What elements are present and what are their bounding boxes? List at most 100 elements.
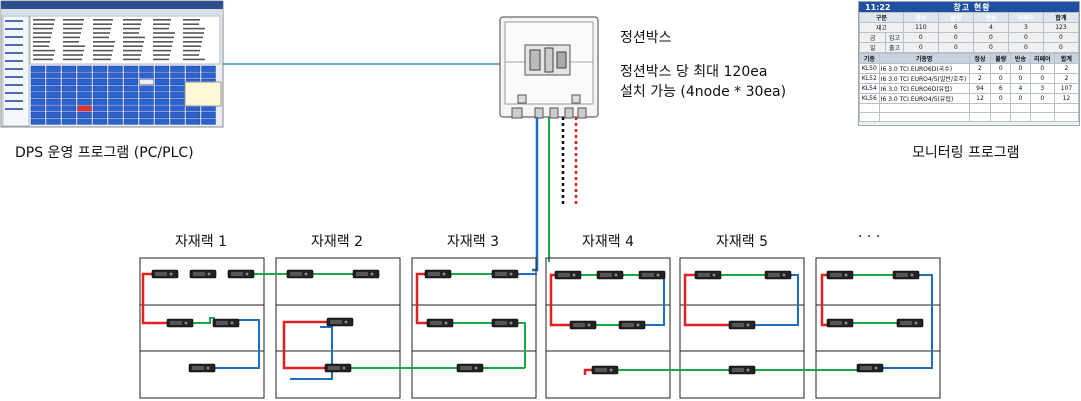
dps-grid-cell — [154, 111, 170, 118]
dps-grid-cell — [77, 118, 92, 125]
indicator-device — [569, 320, 597, 330]
dps-text-line — [123, 49, 142, 52]
dps-text-line — [93, 23, 112, 25]
monitor-cell: 0 — [972, 32, 1009, 43]
indicator-device — [618, 320, 646, 330]
junction-box-image — [499, 16, 599, 119]
dps-grid-cell — [77, 78, 92, 85]
dps-grid-cell — [170, 72, 185, 79]
monitor-row: 재고 110 6 4 3 123 — [859, 22, 1080, 33]
dps-grid-cell — [123, 65, 139, 72]
item-cell: 0 — [1029, 73, 1055, 84]
dps-text-line — [183, 32, 204, 34]
dps-grid-cell — [201, 118, 216, 125]
monitor-cell: 0 — [1042, 32, 1080, 43]
dps-grid-cell — [139, 118, 154, 125]
dps-grid-cell — [108, 65, 123, 72]
dps-text-line — [33, 54, 54, 56]
dps-grid-cell — [108, 118, 123, 125]
dps-text-line — [183, 49, 200, 52]
dps-grid-cell — [170, 85, 185, 92]
dps-text-line — [33, 45, 49, 47]
rack-5 — [679, 257, 805, 399]
monitor-row-label: 입고 — [885, 32, 904, 43]
dps-grid-cell — [77, 111, 92, 118]
monitor-header-cell: 합계 — [1042, 12, 1080, 23]
dps-grid-cell — [154, 85, 170, 92]
dps-grid-cell — [170, 78, 185, 85]
item-cell: 3 — [1029, 83, 1055, 94]
item-row: KL50 I6 3.0 TCI EURO6D(국수) 2 0 0 0 2 — [859, 63, 1080, 74]
dps-grid-cell — [92, 105, 108, 112]
item-header-cell: 리페어 — [1029, 53, 1055, 64]
dps-grid-cell — [201, 65, 216, 72]
dps-grid-cell — [92, 111, 108, 118]
dps-grid-cell — [77, 98, 92, 105]
dps-text-line — [63, 54, 83, 56]
item-header-cell: 반송 — [1010, 53, 1031, 64]
dps-grid-cell — [185, 65, 201, 72]
dps-text-line — [33, 49, 55, 52]
dps-grid-cell — [170, 65, 185, 72]
monitor-cell: 6 — [937, 22, 974, 33]
indicator-devices — [151, 269, 924, 375]
indicator-device — [286, 269, 314, 279]
dps-text-line — [63, 19, 84, 21]
dps-menu-line — [5, 68, 23, 70]
dps-text-line — [63, 45, 85, 47]
monitor-row-prefix: 일 — [858, 42, 887, 53]
dps-text-line — [153, 41, 173, 43]
dps-grid-cell — [77, 65, 92, 72]
dps-text-line — [153, 23, 170, 25]
dps-grid-cell — [139, 105, 154, 112]
dps-grid-cell — [30, 85, 46, 92]
item-cell: 94 — [968, 83, 992, 94]
monitor-title: 창고 현황 — [953, 2, 991, 12]
indicator-device — [728, 320, 756, 330]
item-cell: 2 — [1053, 73, 1080, 84]
monitor-cell: 4 — [972, 22, 1009, 33]
indicator-device — [694, 270, 722, 280]
dps-menu-line — [5, 28, 23, 30]
dps-grid-cell — [77, 85, 92, 92]
junction-box-label: 정션박스 — [620, 30, 672, 46]
dps-text-line — [63, 23, 83, 25]
monitor-row: 금 입고 0 0 0 0 0 — [858, 32, 1080, 43]
indicator-device — [892, 270, 920, 280]
rack-label-1: 자재랙 1 — [175, 234, 227, 250]
monitor-cell: 0 — [1007, 42, 1044, 53]
item-cell: 0 — [1010, 93, 1031, 104]
rack-label-2: 자재랙 2 — [311, 234, 363, 250]
monitor-row: 일 출고 0 0 0 0 0 — [858, 42, 1080, 53]
dps-grid-cell — [139, 111, 154, 118]
dps-text-line — [33, 27, 53, 30]
rack-wiring — [141, 272, 933, 380]
indicator-device — [856, 363, 884, 373]
item-name: I6 3.0 TCI EURO6D(유럽) — [878, 83, 970, 94]
dps-grid-cell — [30, 65, 46, 72]
dps-grid-cell — [30, 78, 46, 85]
dps-text-line — [153, 32, 175, 34]
indicator-device — [491, 318, 519, 328]
dps-grid-cell — [123, 111, 139, 118]
monitor-header-cell: 리페어 — [1007, 12, 1044, 23]
monitor-cell: 123 — [1042, 22, 1080, 33]
dps-grid-cell — [123, 105, 139, 112]
item-code: KL54 — [859, 83, 880, 94]
dps-text-line — [153, 36, 174, 39]
dps-text-line — [93, 45, 114, 47]
dps-text-line — [123, 23, 141, 25]
monitor-header-cell: 정상 — [902, 12, 939, 23]
dps-grid-cell — [201, 72, 216, 79]
dps-program-label: DPS 운영 프로그램 (PC/PLC) — [15, 145, 194, 161]
dps-grid-cell — [77, 92, 92, 99]
dps-text-line — [63, 58, 82, 61]
dps-text-line — [123, 36, 145, 39]
monitor-summary-table: 구분 정상 불량 반송 리페어 합계 재고 110 6 4 3 123 금 입고… — [858, 12, 1080, 53]
monitor-row-label: 재고 — [859, 22, 904, 33]
dps-grid-cell — [77, 72, 92, 79]
item-cell: 0 — [1010, 73, 1031, 84]
monitor-time: 11:22 — [865, 2, 891, 12]
racks — [139, 257, 941, 399]
